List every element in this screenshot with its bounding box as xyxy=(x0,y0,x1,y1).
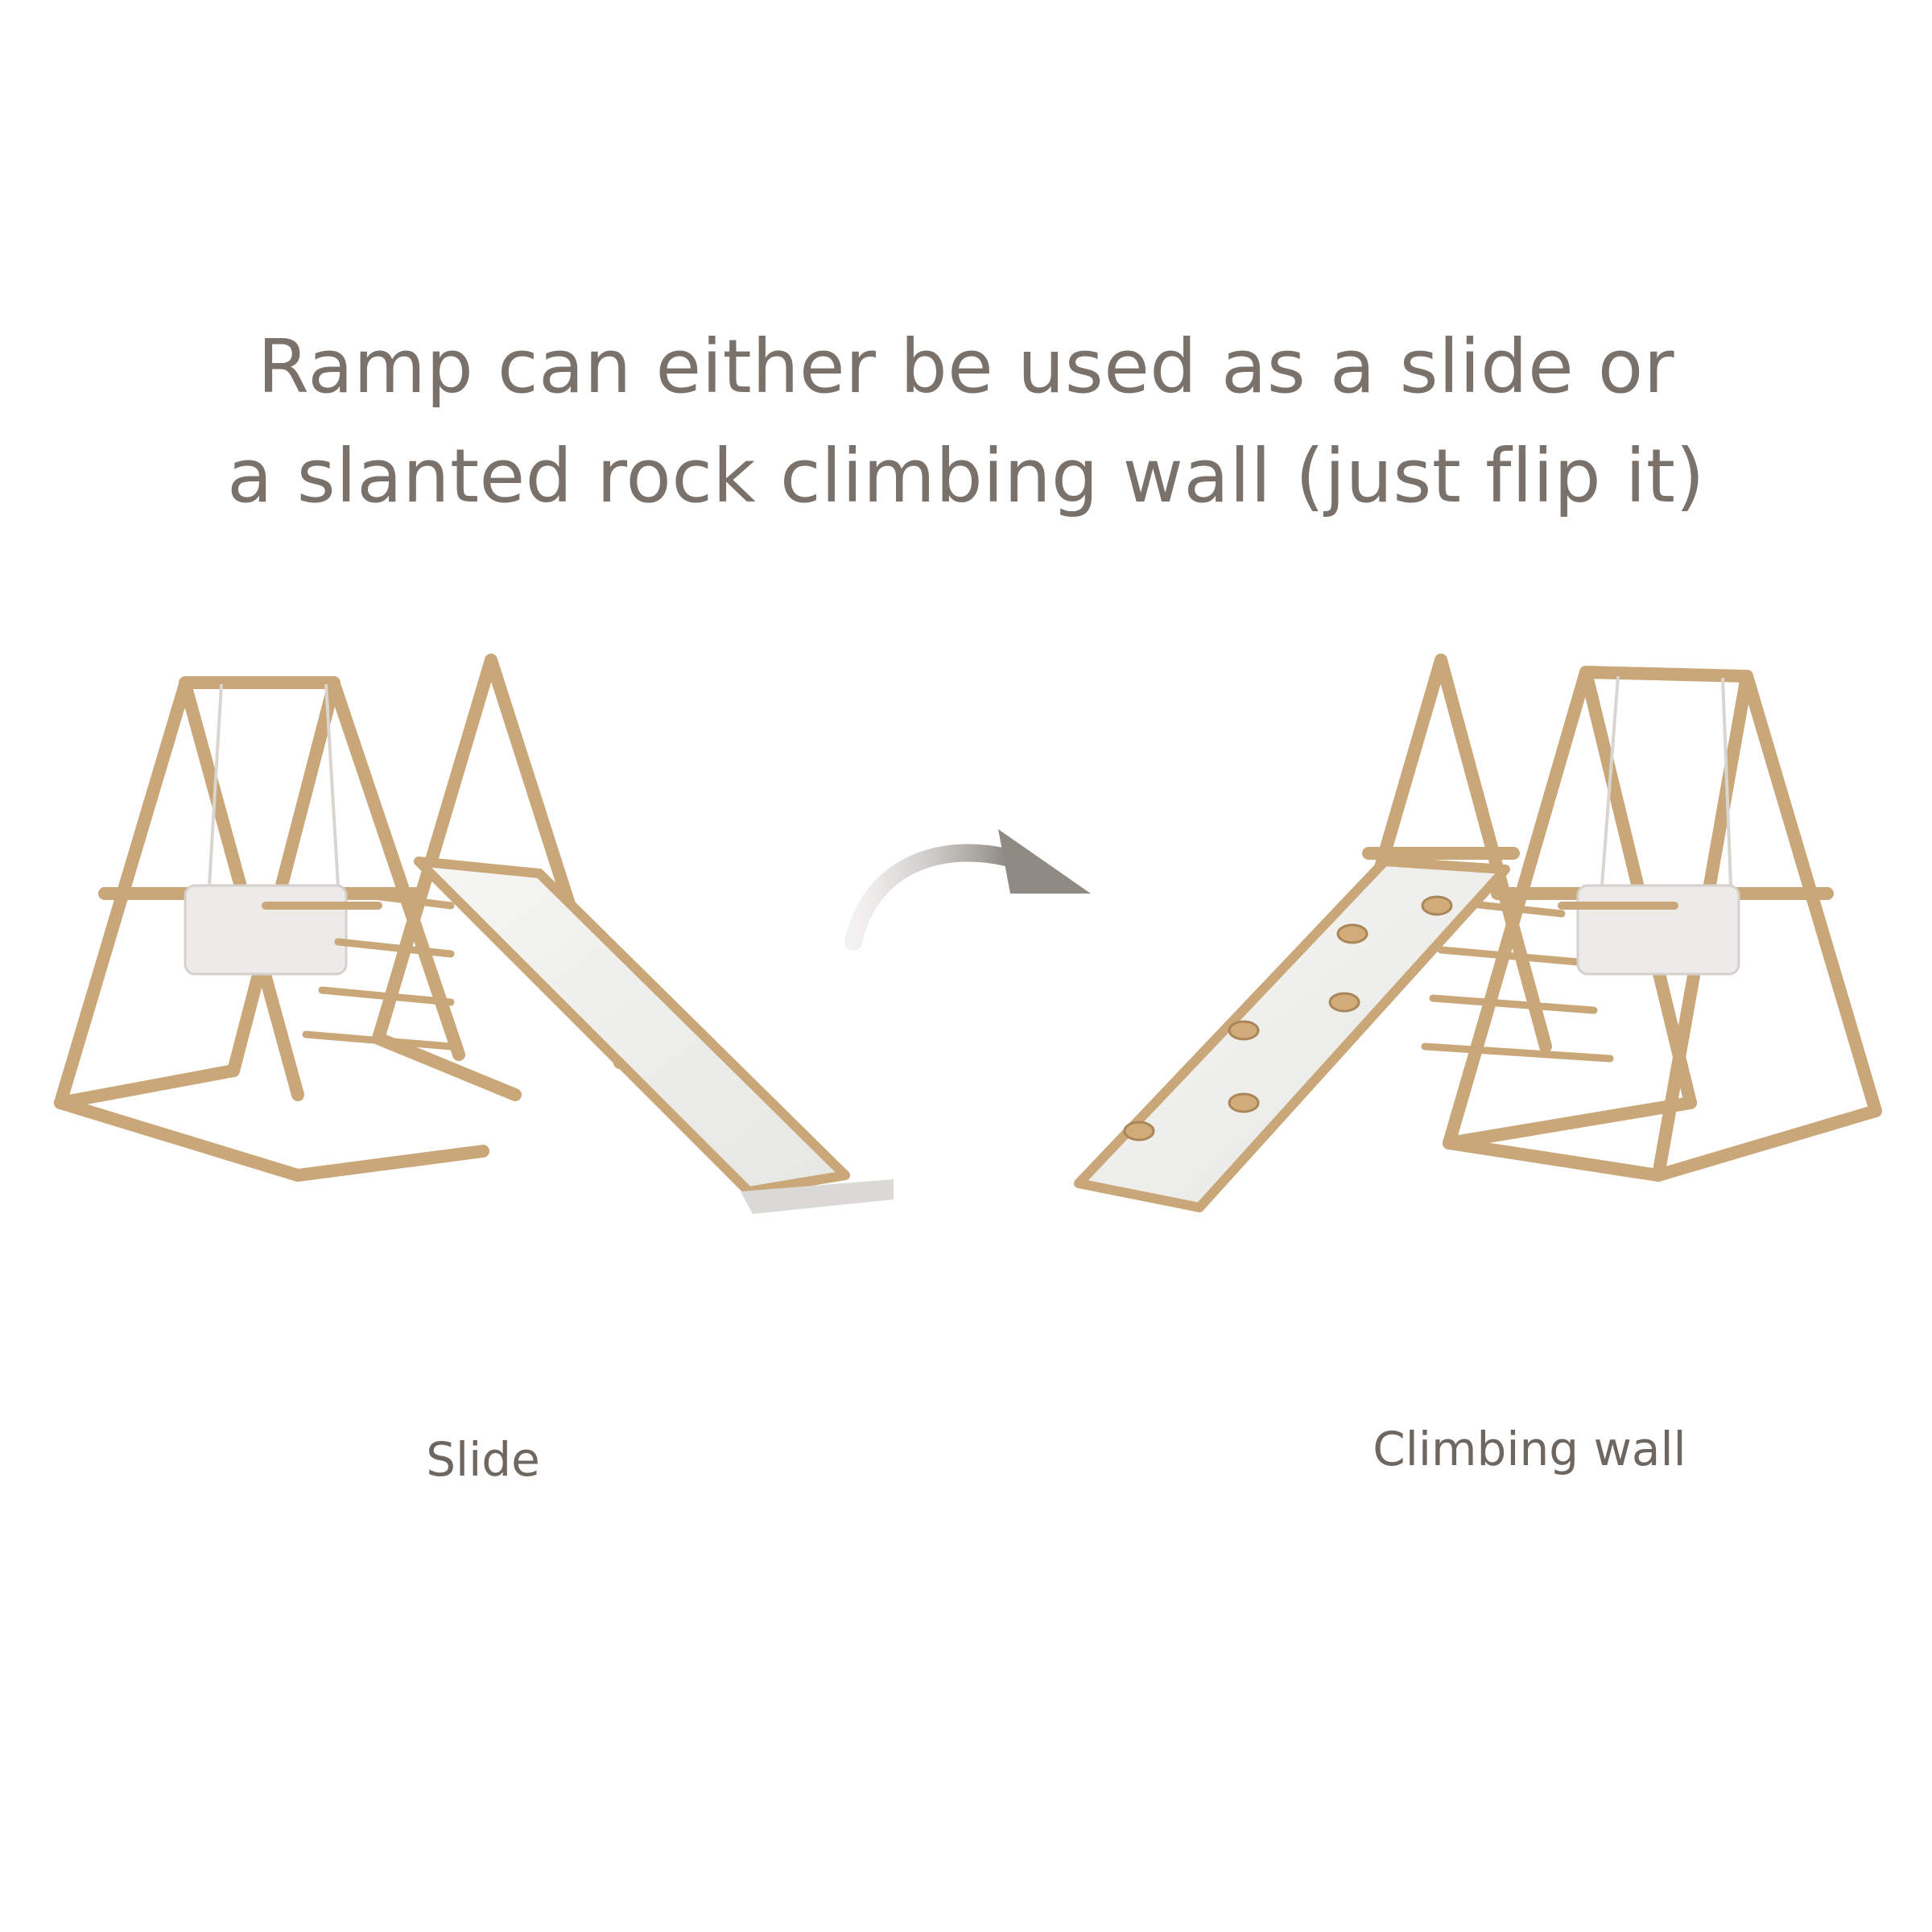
headline: Ramp can either be used as a slide or a … xyxy=(0,312,1932,531)
right-baby-swing-seat xyxy=(1558,675,1740,976)
curved-arrow-right-icon xyxy=(844,829,1091,951)
product-illustration xyxy=(54,654,1882,1214)
headline-line-2: a slanted rock climbing wall (just flip … xyxy=(227,433,1705,519)
caption-slide: Slide xyxy=(426,1432,540,1487)
headline-line-1: Ramp can either be used as a slide or xyxy=(257,324,1675,410)
slide-configuration xyxy=(54,654,894,1214)
climbing-wall-configuration xyxy=(1074,654,1882,1212)
climbing-wall-ramp xyxy=(1074,857,1510,1212)
caption-climbing-wall: Climbing wall xyxy=(1373,1422,1686,1476)
baby-swing-seat xyxy=(184,683,382,976)
slide-ramp xyxy=(414,857,894,1214)
climbing-holds xyxy=(1123,895,1453,1141)
